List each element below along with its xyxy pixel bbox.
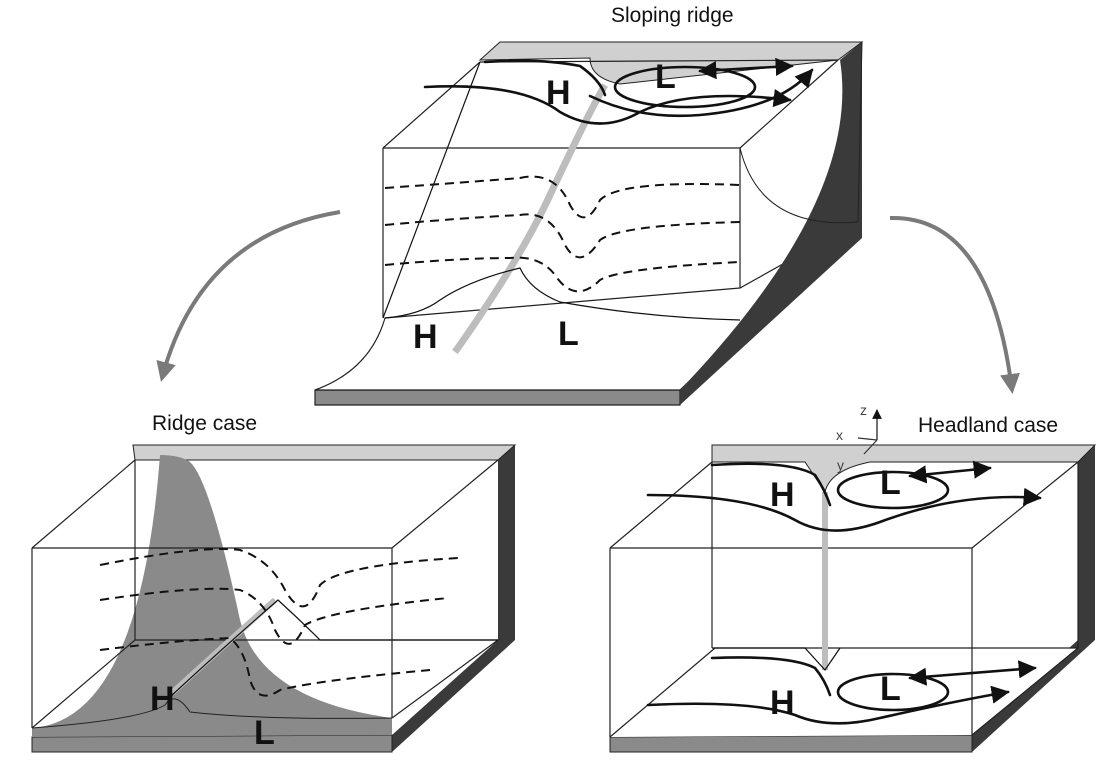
- top-ridge-line: [452, 83, 609, 355]
- ridge-low-label: L: [254, 714, 275, 752]
- headland-low-surface-label: L: [880, 464, 901, 502]
- arrow-to-ridge-case: [156, 210, 341, 382]
- ridge-high-label: H: [150, 680, 175, 718]
- top-floor-band: [314, 389, 681, 406]
- headland-case-title: Headland case: [918, 414, 1058, 437]
- top-high-surface-label: H: [546, 74, 571, 112]
- sloping-ridge-panel: H L H L Sloping ridge: [314, 4, 864, 406]
- axis-z-label: z: [860, 402, 867, 418]
- headland-high-bottom-label: H: [770, 684, 795, 722]
- axis-x-label: x: [836, 427, 843, 443]
- axis-y-label: y: [837, 457, 844, 473]
- top-low-eddy: [613, 65, 757, 109]
- top-low-bottom-label: L: [558, 315, 579, 353]
- ridge-right-side: [392, 445, 515, 752]
- ridge-shelf: [132, 444, 517, 461]
- ridge-case-panel: H L Ridge case: [31, 412, 517, 753]
- sloping-ridge-title: Sloping ridge: [611, 4, 734, 27]
- top-low-surface-label: L: [655, 58, 676, 96]
- ridge-profile: [32, 455, 392, 737]
- headland-case-panel: z x y H L H L Headland case: [609, 402, 1097, 753]
- arrow-to-headland-case: [889, 215, 1020, 394]
- top-shelf: [478, 41, 864, 85]
- top-right-side: [680, 42, 862, 405]
- headland-high-surface-label: H: [770, 476, 795, 514]
- ridge-case-title: Ridge case: [152, 412, 257, 435]
- x-axis-icon: [857, 437, 878, 441]
- headland-low-bottom-label: L: [880, 670, 901, 708]
- y-axis-icon: [863, 439, 878, 455]
- top-high-bottom-label: H: [413, 318, 438, 356]
